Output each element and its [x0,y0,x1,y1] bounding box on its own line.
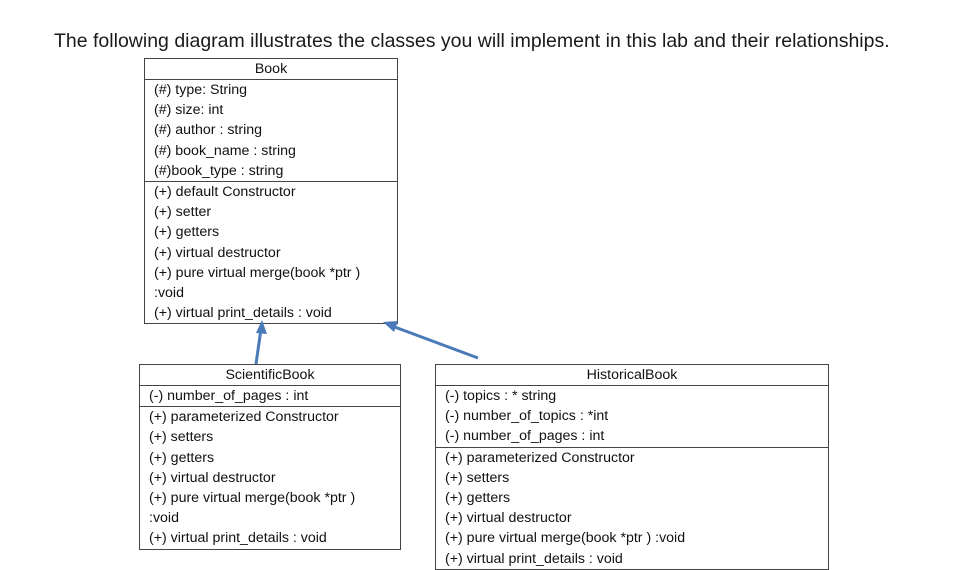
method-row: (+) pure virtual merge(book *ptr ) [154,264,361,281]
attribute-row: (#) book_name : string [154,142,296,159]
attribute-row: (-) number_of_pages : int [149,388,309,404]
diagram-caption: The following diagram illustrates the cl… [54,30,890,52]
methods-historicalbook: (+) parameterized Constructor (+) setter… [436,448,828,569]
attribute-row: (-) number_of_topics : *int [445,408,609,425]
method-row: (+) getters [154,224,220,241]
attribute-row: (#) author : string [154,122,263,139]
method-row: (+) setters [149,429,214,446]
method-row: (+) default Constructor [154,183,296,200]
method-row: (+) virtual destructor [149,469,276,486]
class-name-book: Book [145,59,397,80]
method-row: :void [154,284,184,301]
method-row: (+) setter [154,204,212,221]
class-box-scientificbook: ScientificBook (-) number_of_pages : int… [139,364,401,550]
method-row: (+) parameterized Constructor [445,449,635,466]
method-row: (+) pure virtual merge(book *ptr ) [149,489,356,506]
arrowhead-historicalbook [383,321,398,332]
arrow-scientificbook-to-book [254,328,263,365]
class-name-historicalbook: HistoricalBook [436,365,828,386]
method-row: (+) virtual destructor [445,510,572,527]
attributes-scientificbook: (-) number_of_pages : int [140,386,400,408]
attribute-row: (#) size: int [154,102,224,119]
attribute-row: (#) type: String [154,82,248,98]
class-box-book: Book (#) type: String (#) size: int (#) … [144,58,398,325]
methods-book: (+) default Constructor (+) setter (+) g… [145,182,397,323]
method-row: :void [149,510,179,527]
method-row: (+) virtual print_details : void [445,550,623,567]
method-row: (+) virtual destructor [154,244,281,261]
method-row: (+) getters [445,489,511,506]
method-row: (+) parameterized Constructor [149,409,339,426]
attributes-historicalbook: (-) topics : * string (-) number_of_topi… [436,386,828,448]
arrow-historicalbook-to-book [391,324,479,360]
method-row: (+) virtual print_details : void [154,305,332,322]
attribute-row: (-) number_of_pages : int [445,428,605,445]
methods-scientificbook: (+) parameterized Constructor (+) setter… [140,407,400,548]
attribute-row: (#)book_type : string [154,162,284,179]
method-row: (+) pure virtual merge(book *ptr ) :void [445,530,686,547]
method-row: (+) getters [149,449,215,466]
method-row: (+) virtual print_details : void [149,530,327,547]
arrowhead-scientificbook [256,320,267,334]
method-row: (+) setters [445,469,510,486]
attributes-book: (#) type: String (#) size: int (#) autho… [145,80,397,182]
class-box-historicalbook: HistoricalBook (-) topics : * string (-)… [435,364,829,570]
attribute-row: (-) topics : * string [445,388,557,404]
class-name-scientificbook: ScientificBook [140,365,400,386]
